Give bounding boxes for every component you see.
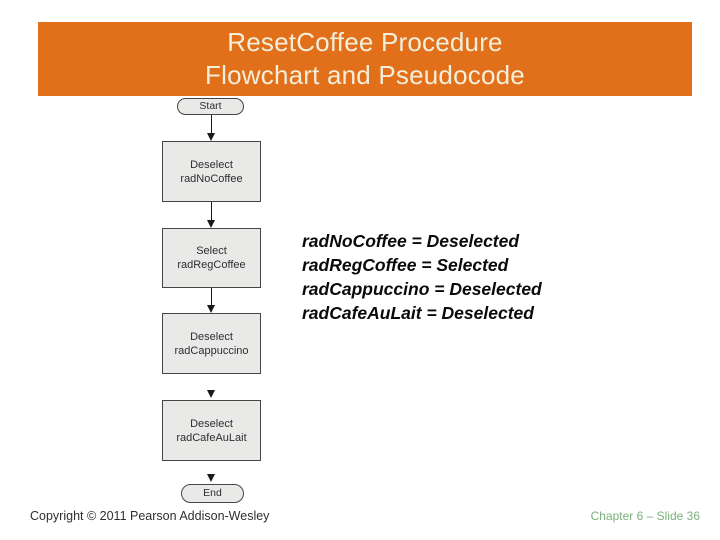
- flowchart-process-deselect-radcafeaulait: Deselect radCafeAuLait: [162, 400, 261, 461]
- process-label-line1: Deselect: [190, 417, 233, 430]
- slide-number-text: Chapter 6 – Slide 36: [590, 509, 700, 523]
- copyright-text: Copyright © 2011 Pearson Addison-Wesley: [30, 509, 270, 523]
- slide-title-line1: ResetCoffee Procedure: [227, 27, 503, 57]
- process-label-line1: Deselect: [190, 158, 233, 171]
- arrow-line: [210, 288, 212, 306]
- flowchart-start-node: Start: [177, 98, 244, 115]
- flowchart-end-node: End: [181, 484, 244, 503]
- process-label-line2: radCappuccino: [174, 344, 249, 357]
- flowchart-process-deselect-radcappuccino: Deselect radCappuccino: [162, 313, 261, 374]
- process-label-line1: Select: [196, 245, 227, 257]
- slide-title-line2: Flowchart and Pseudocode: [205, 60, 525, 90]
- process-label-line2: radCafeAuLait: [176, 431, 247, 444]
- process-label-line1: Deselect: [190, 330, 233, 343]
- arrow-head-icon: [206, 220, 215, 228]
- arrow-line: [210, 202, 212, 221]
- flowchart-process-select-radregcoffee: Select radRegCoffee: [162, 228, 261, 288]
- pseudocode-line: radNoCoffee = Deselected: [302, 231, 520, 251]
- arrow-head-icon: [206, 305, 215, 313]
- pseudocode-block: radNoCoffee = Deselected radRegCoffee = …: [302, 229, 542, 325]
- pseudocode-line: radCappuccino = Deselected: [302, 279, 542, 299]
- arrow-head-icon: [206, 474, 215, 482]
- pseudocode-line: radCafeAuLait = Deselected: [302, 303, 534, 323]
- slide-title-banner: ResetCoffee Procedure Flowchart and Pseu…: [38, 22, 692, 96]
- process-label-line2: radRegCoffee: [177, 259, 246, 271]
- arrow-line: [210, 115, 212, 135]
- arrow-head-icon: [206, 390, 215, 398]
- process-label-line2: radNoCoffee: [180, 172, 243, 185]
- pseudocode-line: radRegCoffee = Selected: [302, 255, 509, 275]
- arrow-head-icon: [206, 133, 215, 141]
- flowchart-process-deselect-radnocoffee: Deselect radNoCoffee: [162, 141, 261, 202]
